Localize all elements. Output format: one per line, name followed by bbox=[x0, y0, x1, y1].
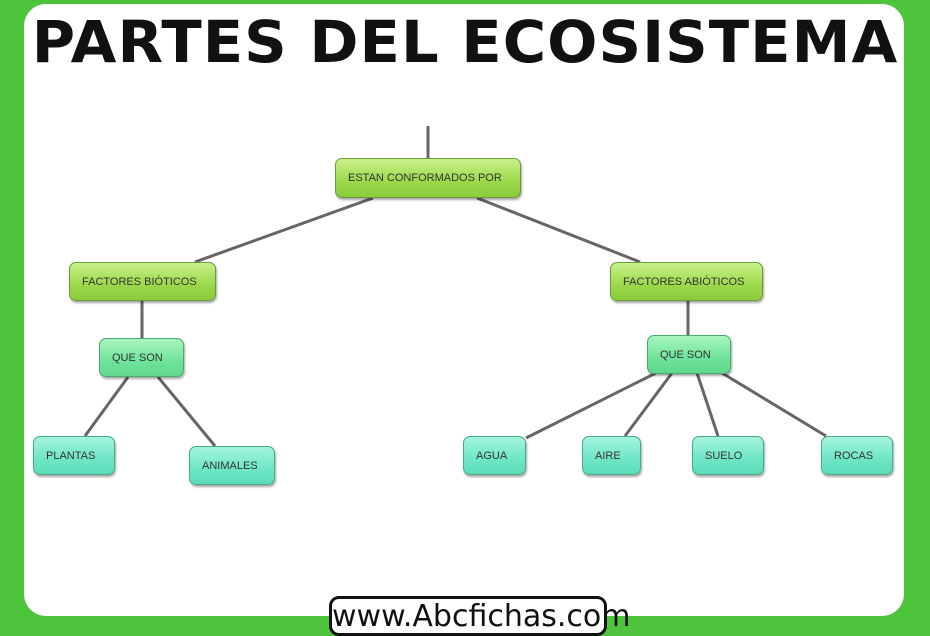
node-que-son-left: QUE SON bbox=[99, 338, 184, 377]
connector bbox=[695, 372, 720, 437]
node-factores-abioticos: FACTORES ABIÓTICOS bbox=[610, 262, 763, 301]
connector bbox=[83, 376, 130, 437]
node-factores-bioticos: FACTORES BIÓTICOS bbox=[69, 262, 216, 301]
node-rocas: ROCAS bbox=[821, 436, 893, 475]
connector bbox=[156, 376, 217, 447]
node-plantas: PLANTAS bbox=[33, 436, 115, 475]
page-title: PARTES DEL ECOSISTEMA bbox=[31, 8, 899, 76]
node-que-son-right: QUE SON bbox=[647, 335, 731, 374]
connector bbox=[721, 371, 827, 438]
node-root: ESTAN CONFORMADOS POR bbox=[335, 158, 521, 198]
connector bbox=[194, 196, 374, 264]
connector bbox=[476, 196, 641, 264]
website-footer: www.Abcfichas.com bbox=[329, 596, 630, 636]
node-agua: AGUA bbox=[463, 436, 526, 475]
node-animales: ANIMALES bbox=[189, 446, 275, 485]
node-aire: AIRE bbox=[582, 436, 641, 475]
node-suelo: SUELO bbox=[692, 436, 764, 475]
connector-lines bbox=[83, 126, 827, 447]
content-card bbox=[24, 4, 904, 616]
connector bbox=[623, 372, 674, 437]
connector bbox=[525, 371, 657, 440]
